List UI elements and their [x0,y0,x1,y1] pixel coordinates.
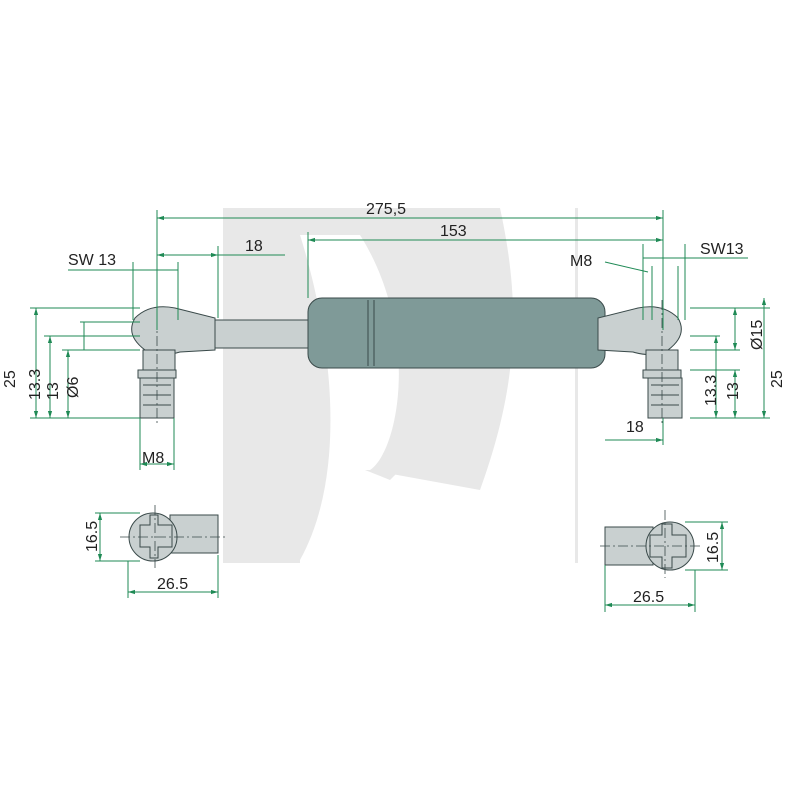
right-detail-view [600,510,728,612]
socket-width-left-label: 26.5 [157,576,188,593]
height-13-left-label: 13 [45,382,62,400]
right-ball-socket [597,300,683,425]
thread-right-label: M8 [570,253,592,270]
left-ball-socket [131,300,216,425]
offset-18-right-label: 18 [626,419,644,436]
gas-spring [131,297,683,425]
cylinder-length-label: 153 [440,223,467,240]
overall-length-label: 275,5 [366,201,406,218]
height-13-right-label: 13 [725,382,742,400]
watermark-logo [223,208,578,563]
sw-right-label: SW13 [700,241,744,258]
socket-height-left-label: 16.5 [84,521,101,552]
height-13-3-left-label: 13.3 [27,369,44,400]
cylinder-body [307,297,606,369]
dimension-lines [30,210,770,470]
diameter-pin-label: Ø6 [65,377,82,398]
piston-rod [204,319,318,349]
height-25-left-label: 25 [2,370,19,388]
height-25-right-label: 25 [769,370,786,388]
sw-left-label: SW 13 [68,252,116,269]
height-13-3-right-label: 13.3 [703,375,720,406]
rod-offset-label: 18 [245,238,263,255]
socket-height-right-label: 16.5 [705,532,722,563]
socket-width-right-label: 26.5 [633,589,664,606]
left-detail-view [95,505,228,598]
diameter-cylinder-label: Ø15 [749,320,766,350]
thread-left-label: M8 [142,450,164,467]
